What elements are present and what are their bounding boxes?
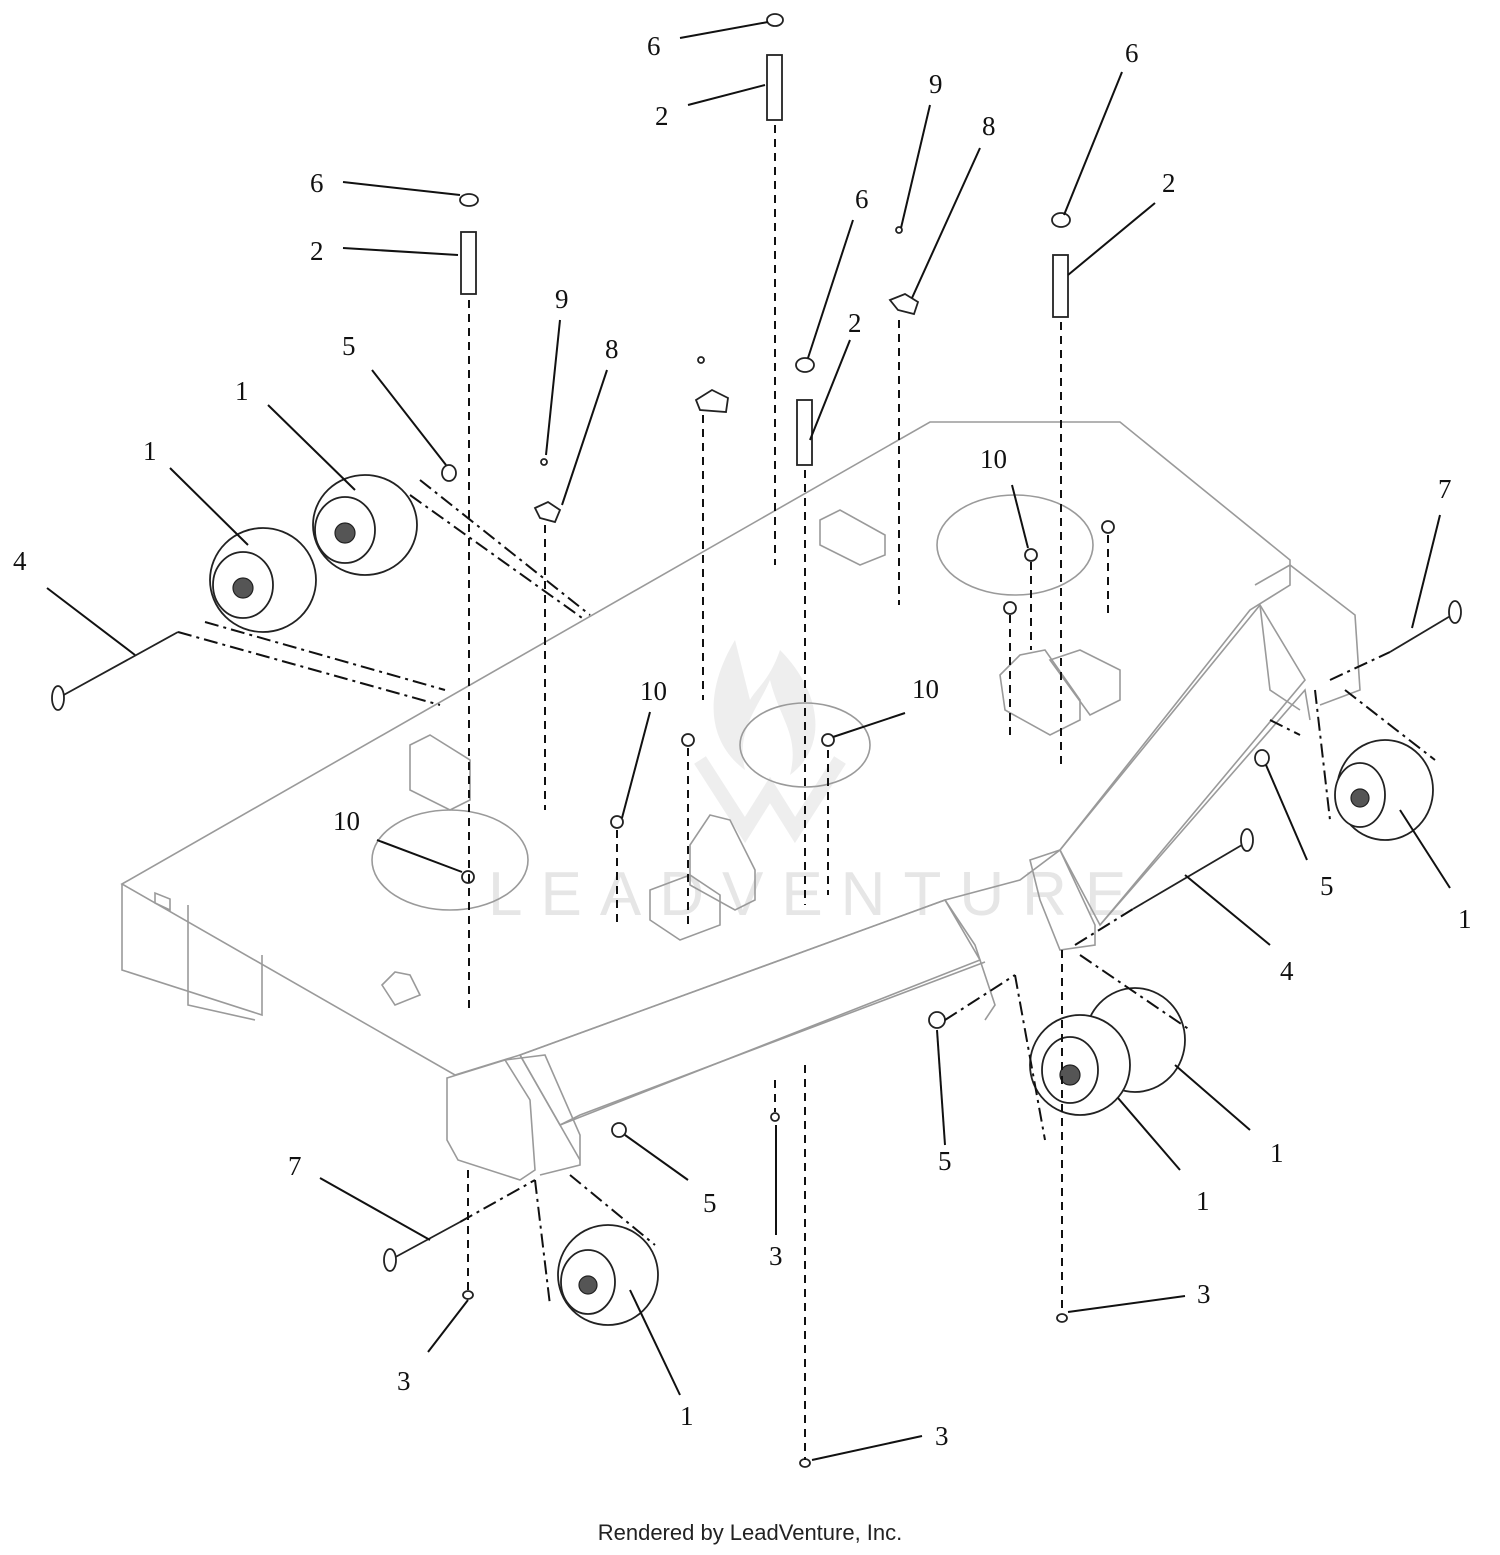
callout-3a: 3 — [769, 1241, 783, 1271]
anti-scalp-wheel-right-rear — [1334, 739, 1434, 841]
callout-1c: 1 — [1458, 904, 1472, 934]
callout-10a: 10 — [980, 444, 1007, 474]
callout-7b: 7 — [288, 1151, 302, 1181]
callout-labels: 6 2 6 2 9 8 6 2 9 8 6 2 5 1 1 4 10 7 10 … — [13, 31, 1472, 1451]
axle-bolts — [51, 600, 1462, 1272]
callout-2b: 2 — [310, 236, 324, 266]
callout-leaders — [46, 21, 1451, 1461]
callout-1a: 1 — [235, 376, 249, 406]
callout-5d: 5 — [703, 1188, 717, 1218]
callout-1b: 1 — [143, 436, 157, 466]
callout-1f: 1 — [680, 1401, 694, 1431]
callout-5a: 5 — [342, 331, 356, 361]
assembly-lines — [177, 125, 1436, 1460]
anti-scalp-wheel-left-rear — [209, 527, 317, 633]
anti-scalp-wheel-right-front-outer — [1029, 1014, 1131, 1116]
callout-9a: 9 — [555, 284, 569, 314]
callout-4b: 4 — [1280, 956, 1294, 986]
callout-2a: 2 — [655, 101, 669, 131]
bushings — [441, 464, 1270, 1138]
callout-3c: 3 — [1197, 1279, 1211, 1309]
callout-3b: 3 — [397, 1366, 411, 1396]
callout-6b: 6 — [310, 168, 324, 198]
callout-4a: 4 — [13, 546, 27, 576]
callout-6a: 6 — [647, 31, 661, 61]
callout-6c: 6 — [855, 184, 869, 214]
anti-scalp-wheel-left-front — [312, 474, 418, 576]
callout-1d: 1 — [1270, 1138, 1284, 1168]
watermark-text: LEADVENTURE — [488, 860, 1144, 929]
callout-10c: 10 — [912, 674, 939, 704]
callout-6d: 6 — [1125, 38, 1139, 68]
callout-8a: 8 — [605, 334, 619, 364]
callout-2c: 2 — [848, 308, 862, 338]
callout-9b: 9 — [929, 69, 943, 99]
callout-10d: 10 — [333, 806, 360, 836]
callout-3d: 3 — [935, 1421, 949, 1451]
anti-scalp-wheel-left-bottom — [557, 1224, 659, 1326]
footer-credit: Rendered by LeadVenture, Inc. — [598, 1520, 903, 1545]
callout-2d: 2 — [1162, 168, 1176, 198]
watermark-logo: LEADVENTURE — [488, 640, 1144, 929]
callout-7a: 7 — [1438, 474, 1452, 504]
mower-deck — [120, 421, 1361, 1181]
callout-5b: 5 — [1320, 871, 1334, 901]
callout-8b: 8 — [982, 111, 996, 141]
hose-clamps-and-bolts — [533, 226, 920, 524]
spacer-cap-assemblies — [459, 13, 1071, 466]
callout-1e: 1 — [1196, 1186, 1210, 1216]
callout-5c: 5 — [938, 1146, 952, 1176]
flange-nuts — [461, 520, 1115, 884]
callout-10b: 10 — [640, 676, 667, 706]
screws — [462, 1112, 1068, 1468]
